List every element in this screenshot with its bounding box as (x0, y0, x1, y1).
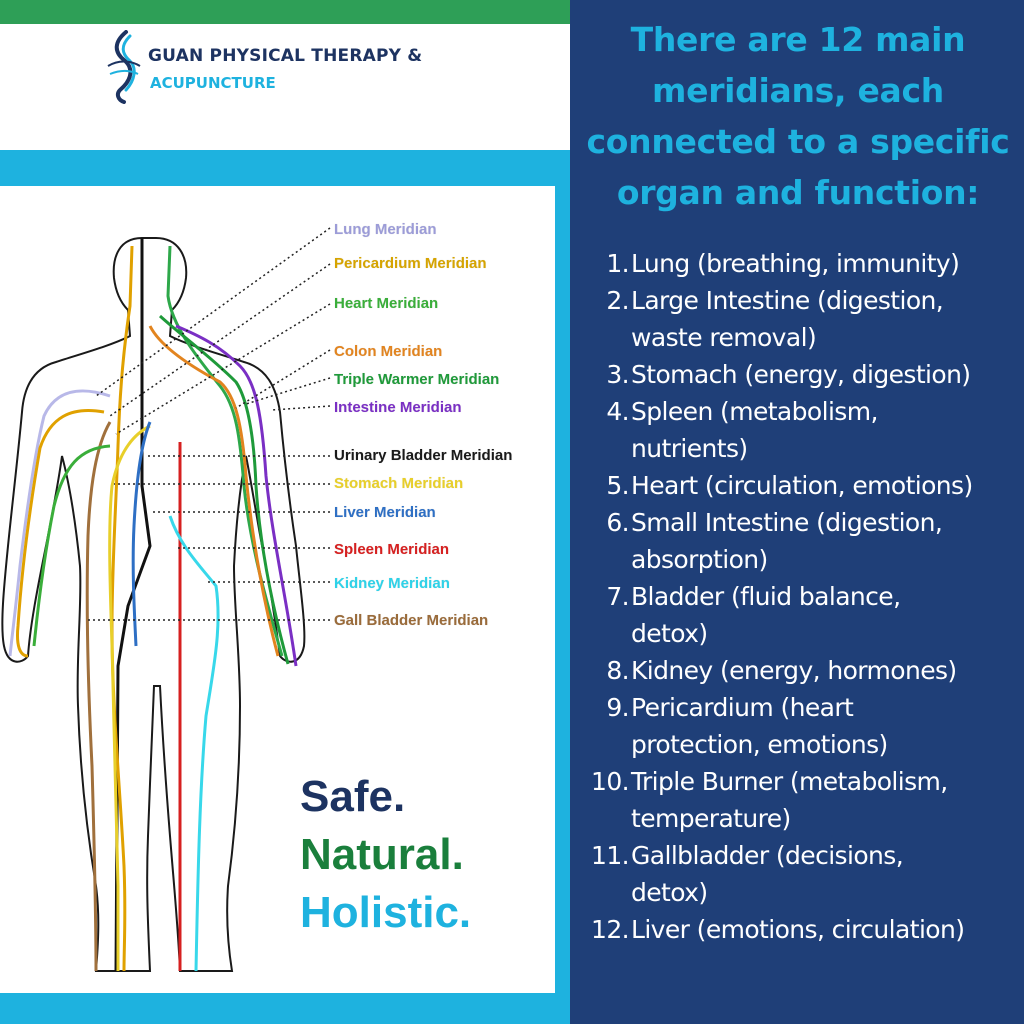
list-item-number: 12. (591, 915, 630, 944)
list-item-number: 2. (606, 286, 629, 315)
list-item-line: nutrients) (631, 434, 748, 463)
list-item-number: 9. (606, 693, 629, 722)
brand-subname: ACUPUNCTURE (150, 74, 276, 92)
heading-line-2: meridians, each (652, 71, 944, 110)
list-item-line: Gallbladder (decisions, (631, 841, 904, 870)
list-item-text: Lung (breathing, immunity) (629, 245, 960, 282)
label-liver-meridian: Liver Meridian (334, 504, 436, 521)
label-spleen-meridian: Spleen Meridian (334, 541, 450, 558)
list-item-text: Gallbladder (decisions, detox) (629, 837, 904, 911)
label-lung-meridian: Lung Meridian (334, 221, 437, 238)
label-triple-warmer-meridian: Triple Warmer Meridian (334, 371, 500, 388)
lung-line (8, 389, 111, 657)
panel-heading: There are 12 main meridians, each connec… (574, 14, 1022, 218)
list-item-text: Pericardium (heart protection, emotions) (629, 689, 888, 763)
list-item-line: detox) (631, 619, 708, 648)
list-item-text: Heart (circulation, emotions) (629, 467, 973, 504)
list-item-line: Pericardium (heart (631, 693, 854, 722)
pointer-lines (88, 227, 331, 621)
list-item-text: Small Intestine (digestion, absorption) (629, 504, 943, 578)
list-item-line: Stomach (energy, digestion) (631, 360, 971, 389)
list-item: 5.Heart (circulation, emotions) (586, 467, 1016, 504)
tagline-natural: Natural. (300, 830, 464, 879)
label-kidney-meridian: Kidney Meridian (334, 575, 450, 592)
info-panel (570, 0, 1024, 1024)
label-intestine-meridian: Intestine Meridian (334, 399, 462, 416)
list-item: 1.Lung (breathing, immunity) (586, 245, 1016, 282)
heart-outer-line (32, 444, 111, 647)
triple-warmer-line (158, 314, 290, 665)
list-item-line: temperature) (631, 804, 791, 833)
list-item: 3.Stomach (energy, digestion) (586, 356, 1016, 393)
list-item: 4.Spleen (metabolism, nutrients) (586, 393, 1016, 467)
list-item-line: Small Intestine (digestion, (631, 508, 943, 537)
list-item-number: 3. (606, 360, 629, 389)
list-item-text: Large Intestine (digestion, waste removal… (629, 282, 944, 356)
label-colon-meridian: Colon Meridian (334, 343, 443, 360)
list-item: 6.Small Intestine (digestion, absorption) (586, 504, 1016, 578)
intestine-line (175, 324, 298, 667)
list-item-line: Triple Burner (metabolism, (631, 767, 948, 796)
gallbladder-line (85, 421, 112, 972)
heading-line-4: organ and function: (616, 173, 980, 212)
logo-header (0, 24, 570, 150)
list-item: 10.Triple Burner (metabolism, temperature… (586, 763, 1016, 837)
list-item-line: Heart (circulation, emotions) (631, 471, 973, 500)
list-item-line: absorption) (631, 545, 768, 574)
list-item: 12.Liver (emotions, circulation) (586, 911, 1016, 948)
list-item-line: Large Intestine (digestion, (631, 286, 944, 315)
list-item-number: 10. (591, 767, 630, 796)
list-item-text: Spleen (metabolism, nutrients) (629, 393, 878, 467)
label-urinary-bladder-meridian: Urinary Bladder Meridian (334, 447, 513, 464)
list-item-number: 7. (606, 582, 629, 611)
list-item-line: protection, emotions) (631, 730, 888, 759)
heading-line-3: connected to a specific (586, 122, 1010, 161)
colon-line (148, 325, 280, 657)
label-pericardium-meridian: Pericardium Meridian (334, 255, 487, 272)
label-heart-meridian: Heart Meridian (334, 295, 439, 312)
tagline-holistic: Holistic. (300, 888, 472, 937)
body-outline (1, 237, 306, 972)
list-item: 7.Bladder (fluid balance, detox) (586, 578, 1016, 652)
list-item-text: Triple Burner (metabolism, temperature) (629, 763, 948, 837)
stomach-line (108, 424, 151, 971)
list-item-line: Bladder (fluid balance, (631, 582, 901, 611)
label-gall-bladder-meridian: Gall Bladder Meridian (334, 612, 489, 629)
label-stomach-meridian: Stomach Meridian (334, 475, 464, 492)
list-item-line: waste removal) (631, 323, 817, 352)
top-green-strip (0, 0, 570, 24)
heading-line-1: There are 12 main (630, 20, 966, 59)
list-item-line: Lung (breathing, immunity) (631, 249, 960, 278)
list-item-number: 11. (591, 841, 630, 870)
meridian-list: 1.Lung (breathing, immunity)2.Large Inte… (586, 245, 1016, 948)
brand-name: GUAN PHYSICAL THERAPY & (148, 46, 423, 66)
list-item-text: Bladder (fluid balance, detox) (629, 578, 901, 652)
list-item-number: 5. (606, 471, 629, 500)
kidney-line (168, 515, 220, 972)
list-item-number: 6. (606, 508, 629, 537)
list-item: 11.Gallbladder (decisions, detox) (586, 837, 1016, 911)
list-item: 9.Pericardium (heart protection, emotions… (586, 689, 1016, 763)
list-item-line: Liver (emotions, circulation) (631, 915, 965, 944)
list-item-number: 8. (606, 656, 629, 685)
list-item-text: Stomach (energy, digestion) (629, 356, 971, 393)
list-item-number: 4. (606, 397, 629, 426)
list-item-text: Liver (emotions, circulation) (629, 911, 965, 948)
meridian-body-diagram (1, 227, 331, 972)
list-item-line: Kidney (energy, hormones) (631, 656, 957, 685)
tagline-safe: Safe. (300, 772, 406, 821)
spine-logo-icon (107, 30, 141, 104)
list-item-line: Spleen (metabolism, (631, 397, 878, 426)
liver-line (131, 421, 152, 647)
list-item-number: 1. (606, 249, 629, 278)
colon-outer-line (16, 409, 105, 658)
list-item-line: detox) (631, 878, 708, 907)
list-item-text: Kidney (energy, hormones) (629, 652, 957, 689)
list-item: 8.Kidney (energy, hormones) (586, 652, 1016, 689)
list-item: 2.Large Intestine (digestion, waste remov… (586, 282, 1016, 356)
